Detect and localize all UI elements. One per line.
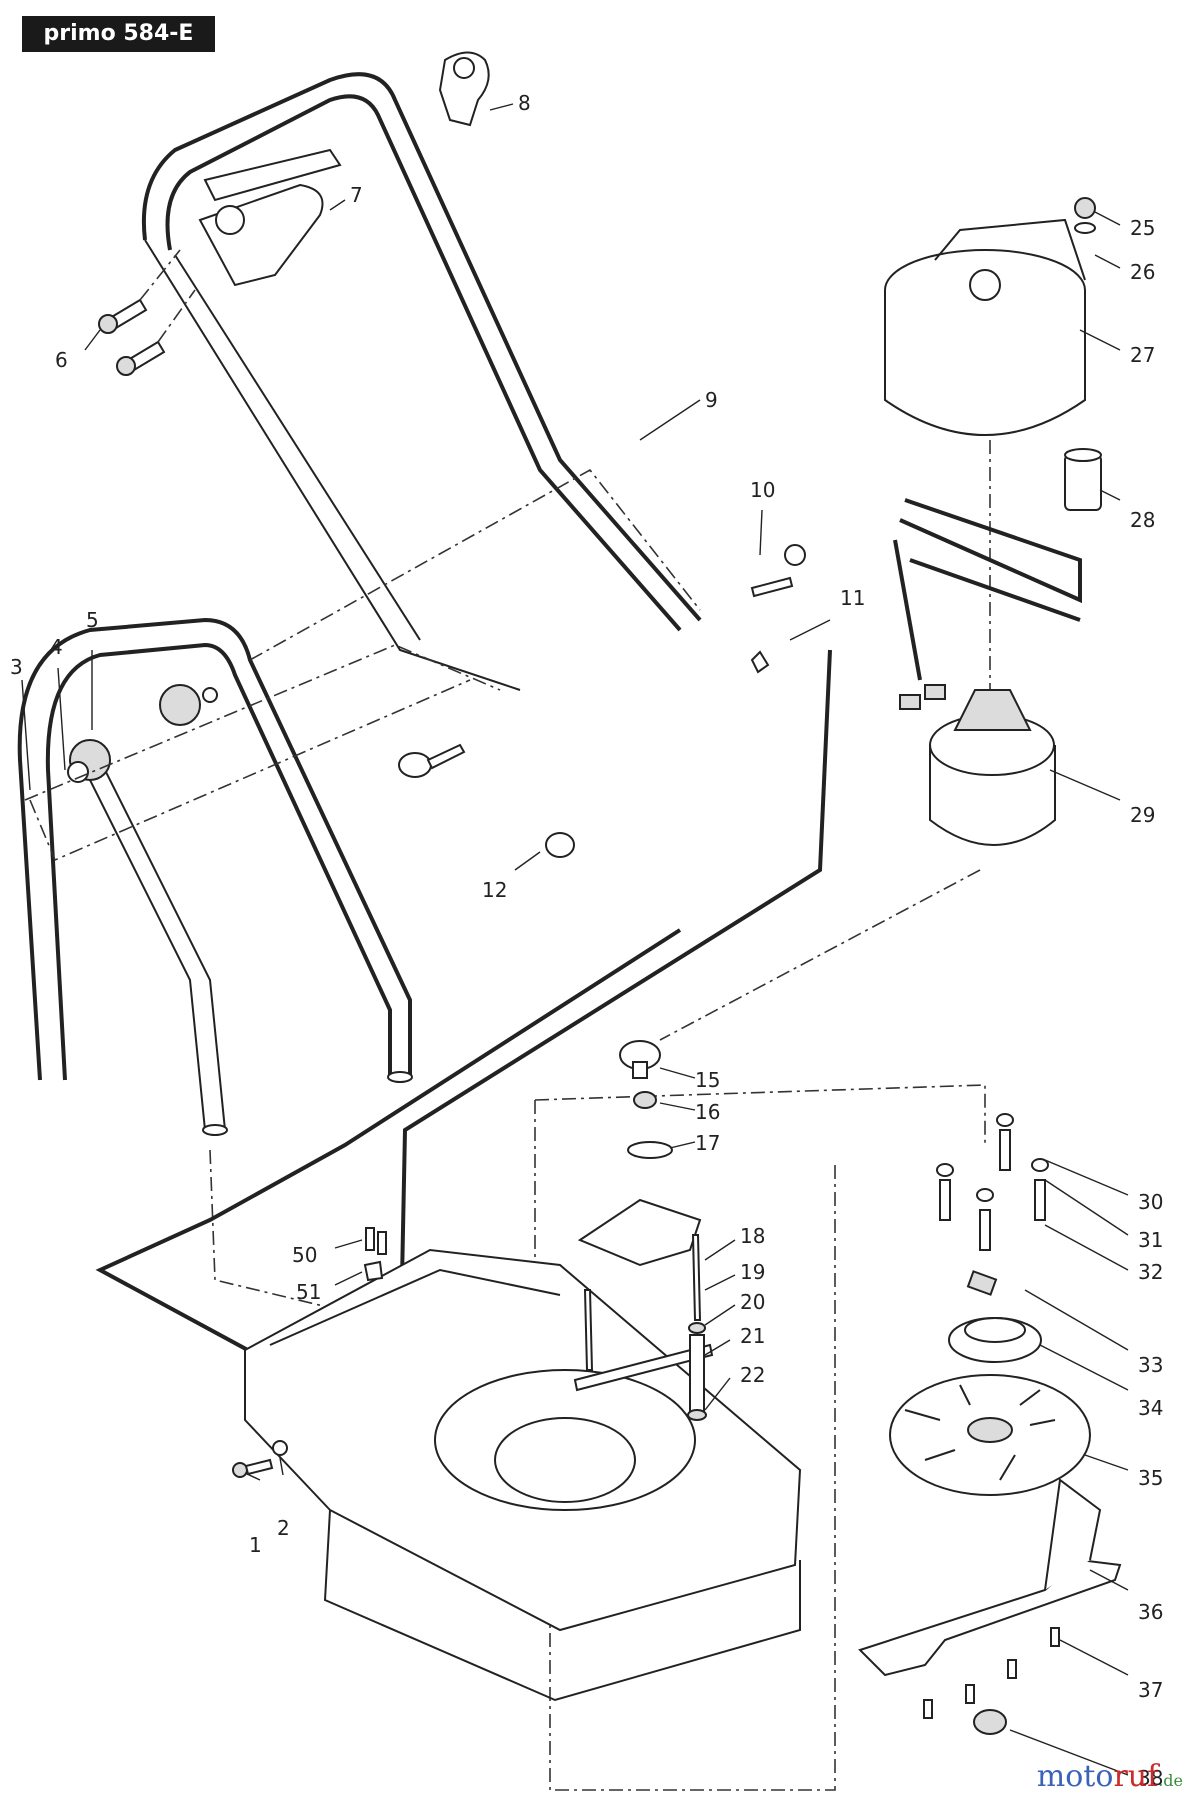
motor-cover — [884, 197, 1096, 436]
motor — [899, 684, 1056, 846]
part-label-34: 34 — [1138, 1396, 1164, 1420]
part-label-8: 8 — [518, 91, 531, 115]
mower-deck — [244, 1198, 802, 1702]
clip-part — [438, 51, 490, 127]
part-label-31: 31 — [1138, 1228, 1164, 1252]
model-title: primo 584-E — [22, 16, 215, 52]
part-label-22: 22 — [740, 1363, 766, 1387]
part-label-36: 36 — [1138, 1600, 1164, 1624]
part-label-19: 19 — [740, 1260, 766, 1284]
part-label-17: 17 — [695, 1131, 721, 1155]
power-cable — [95, 498, 1082, 1403]
part-label-29: 29 — [1130, 803, 1156, 827]
leader-lines — [21, 103, 1129, 1776]
upper-handle — [141, 72, 702, 691]
lower-handle — [17, 617, 413, 1136]
part-label-37: 37 — [1138, 1678, 1164, 1702]
part-label-18: 18 — [740, 1224, 766, 1248]
fan-disc — [889, 1374, 1091, 1496]
part-label-3: 3 — [10, 655, 23, 679]
part-label-5: 5 — [86, 608, 99, 632]
screws-1-2 — [232, 1440, 288, 1478]
part-label-28: 28 — [1130, 508, 1156, 532]
bolts-30-32 — [936, 1113, 1049, 1251]
part-label-1: 1 — [249, 1533, 262, 1557]
blade-hub — [948, 1270, 1042, 1363]
bolts — [398, 544, 806, 858]
watermark-part1: moto — [1036, 1759, 1114, 1794]
part-label-21: 21 — [740, 1324, 766, 1348]
lever-part — [198, 148, 342, 287]
screws-50-51 — [363, 1227, 387, 1282]
bolts-18-22 — [573, 1234, 714, 1421]
part-label-11: 11 — [840, 586, 866, 610]
part-label-35: 35 — [1138, 1466, 1164, 1490]
part-label-4: 4 — [50, 635, 63, 659]
screws-6 — [98, 249, 196, 376]
part-label-25: 25 — [1130, 216, 1156, 240]
part-label-30: 30 — [1138, 1190, 1164, 1214]
watermark-suffix: .de — [1158, 1771, 1183, 1790]
part-label-20: 20 — [740, 1290, 766, 1314]
screws-37-38 — [923, 1627, 1060, 1735]
part-label-38: 38 — [1138, 1766, 1164, 1790]
part-label-15: 15 — [695, 1068, 721, 1092]
part-label-51: 51 — [296, 1280, 322, 1304]
part-label-2: 2 — [277, 1516, 290, 1540]
part-label-7: 7 — [350, 183, 363, 207]
part-label-27: 27 — [1130, 343, 1156, 367]
part-label-26: 26 — [1130, 260, 1156, 284]
knobs-5 — [67, 684, 218, 783]
part-label-12: 12 — [482, 878, 508, 902]
hub-parts — [619, 1040, 673, 1159]
part-label-50: 50 — [292, 1243, 318, 1267]
part-label-32: 32 — [1138, 1260, 1164, 1284]
capacitor — [1064, 448, 1102, 511]
watermark-logo: motoruf.de — [1037, 1759, 1183, 1794]
part-label-10: 10 — [750, 478, 776, 502]
part-label-9: 9 — [705, 388, 718, 412]
watermark-part2: ruf — [1113, 1759, 1159, 1794]
part-label-16: 16 — [695, 1100, 721, 1124]
blade — [858, 1478, 1122, 1677]
part-label-6: 6 — [55, 348, 68, 372]
part-label-33: 33 — [1138, 1353, 1164, 1377]
